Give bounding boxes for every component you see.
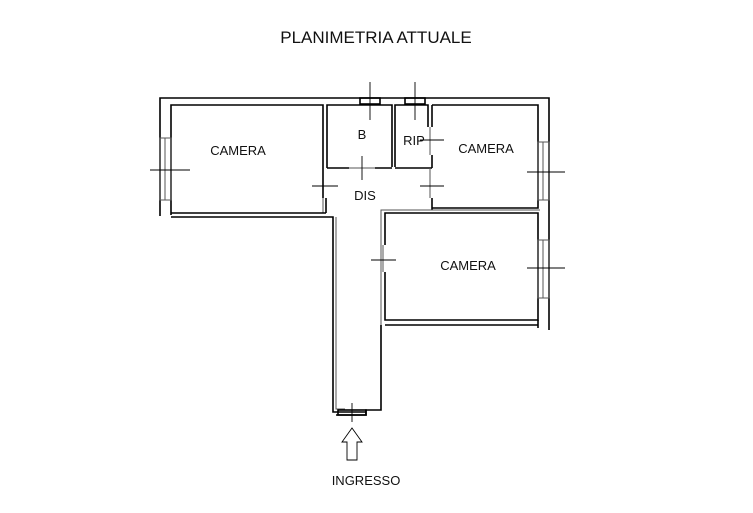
room-label-camera-right-bottom: CAMERA (440, 258, 496, 273)
room-label-camera-left: CAMERA (210, 143, 266, 158)
room-label-camera-right-top: CAMERA (458, 141, 514, 156)
entrance-arrow-icon (341, 427, 363, 461)
entrance-label: INGRESSO (332, 473, 401, 488)
room-label-bagno: B (358, 127, 367, 142)
windows (150, 82, 565, 422)
plan-title: PLANIMETRIA ATTUALE (280, 28, 471, 47)
room-label-disimpegno: DIS (354, 188, 376, 203)
room-label-ripostiglio: RIP (403, 133, 425, 148)
door-markers (312, 139, 444, 261)
